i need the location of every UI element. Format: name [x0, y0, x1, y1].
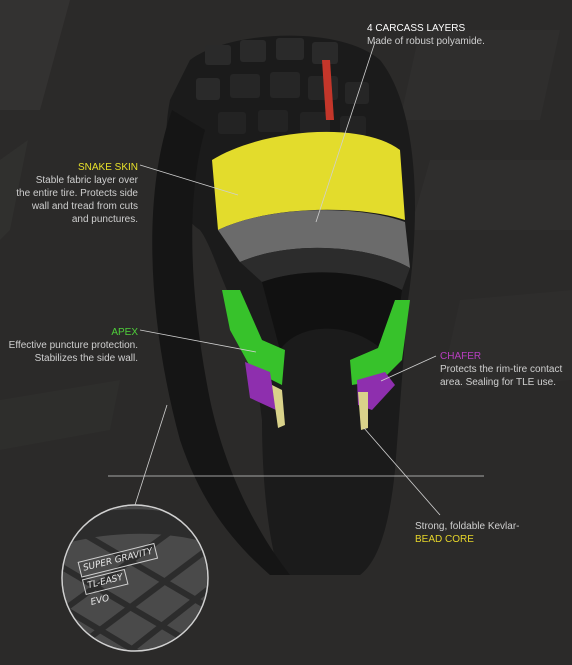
- snake-skin-desc-1: Stable fabric layer over: [35, 175, 138, 186]
- carcass-layer: [218, 210, 410, 268]
- background-stripes: [0, 0, 572, 450]
- snake-skin-desc-3: wall and tread from cuts: [31, 201, 138, 212]
- snake-skin-label: SNAKE SKIN Stable fabric layer over the …: [10, 161, 138, 226]
- chafer-desc-2: area. Sealing for TLE use.: [440, 377, 556, 388]
- apex-title: APEX: [111, 327, 138, 338]
- apex-label: APEX Effective puncture protection. Stab…: [4, 326, 138, 365]
- apex-layer-left: [222, 290, 285, 385]
- snake-skin-desc-4: and punctures.: [71, 214, 138, 225]
- tread-knobs: [196, 38, 369, 136]
- bead-core-title: BEAD CORE: [415, 534, 474, 545]
- apex-layer-right: [350, 300, 410, 385]
- carcass-label: 4 CARCASS LAYERS Made of robust polyamid…: [367, 22, 485, 48]
- carcass-title: 4 CARCASS LAYERS: [367, 23, 466, 34]
- snake-skin-desc-2: the entire tire. Protects side: [16, 188, 138, 199]
- snake-skin-layer: [212, 131, 405, 230]
- carcass-desc: Made of robust polyamide.: [367, 36, 485, 47]
- chafer-desc-1: Protects the rim-tire contact: [440, 364, 563, 375]
- snake-skin-title: SNAKE SKIN: [77, 162, 138, 173]
- leader-carcass: [315, 41, 376, 223]
- leader-bead-core: [363, 427, 441, 516]
- leader-inset: [134, 404, 168, 506]
- tire-inner-cavity: [262, 272, 402, 360]
- bead-core-left: [272, 385, 285, 428]
- leader-apex: [139, 329, 257, 353]
- chafer-layer-left: [245, 362, 276, 410]
- bead-core-label: Strong, foldable Kevlar- BEAD CORE: [415, 520, 520, 546]
- leader-snake-skin: [139, 164, 239, 196]
- apex-desc-1: Effective puncture protection.: [8, 340, 138, 351]
- leader-lines: [134, 41, 441, 516]
- bead-core-desc: Strong, foldable Kevlar-: [415, 521, 520, 532]
- bead-core-right: [358, 392, 368, 430]
- sidewall-inset-magnifier: [61, 504, 209, 652]
- leader-chafer: [380, 355, 437, 382]
- apex-desc-2: Stabilizes the side wall.: [34, 353, 138, 364]
- chafer-label: CHAFER Protects the rim-tire contact are…: [440, 350, 562, 389]
- chafer-title: CHAFER: [440, 351, 482, 362]
